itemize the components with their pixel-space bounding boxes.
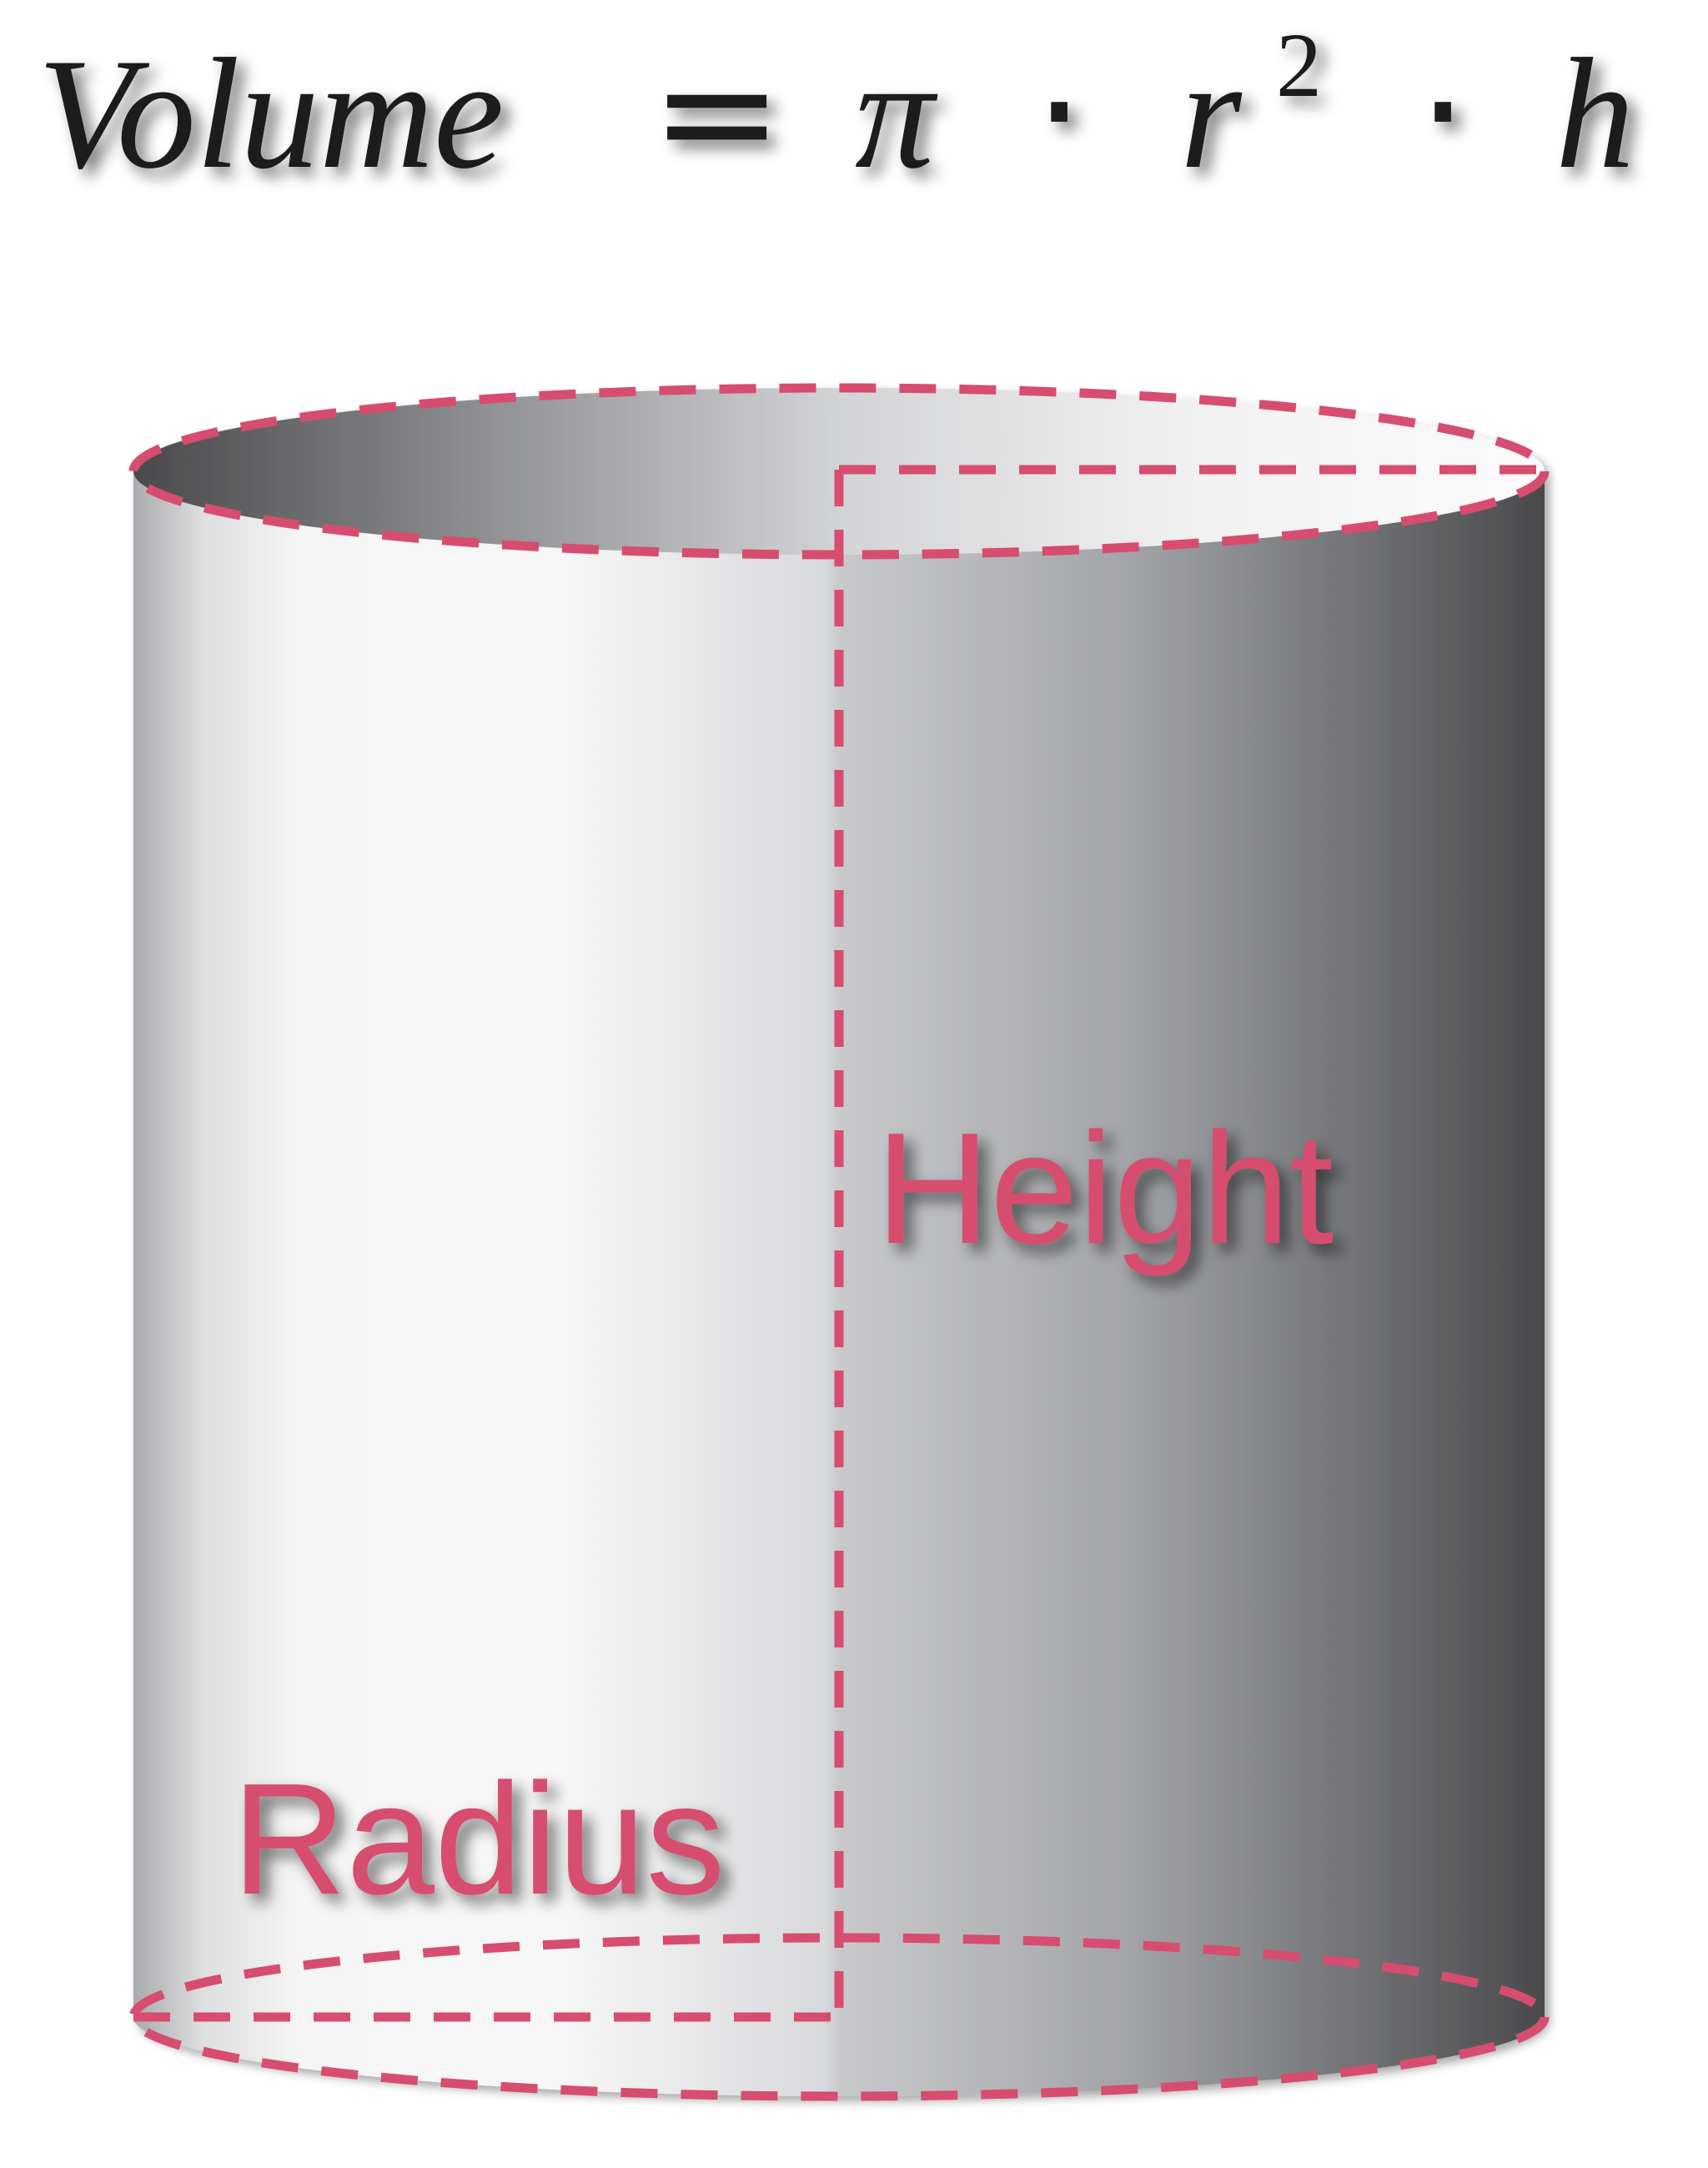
radius-label: Radius (232, 1751, 725, 1928)
formula-pi: π (855, 27, 938, 202)
formula-volume: Volume (38, 27, 504, 202)
formula-equals: = (651, 20, 783, 204)
formula-exponent: 2 (1276, 14, 1322, 116)
top-rim-dashed-ellipse (128, 383, 1550, 560)
bottom-rim-dashed-ellipse (128, 1933, 1550, 2101)
dimension-labels: Height Radius (232, 1100, 1334, 1928)
formula-dot-2: · (1418, 20, 1468, 204)
formula-h: h (1555, 27, 1635, 202)
height-label: Height (876, 1100, 1334, 1277)
dashed-guides (128, 383, 1550, 2101)
formula-r: r (1180, 27, 1243, 202)
formula-dot-1: · (1034, 20, 1084, 204)
volume-formula: Volume = π · r 2 · h (38, 14, 1635, 204)
